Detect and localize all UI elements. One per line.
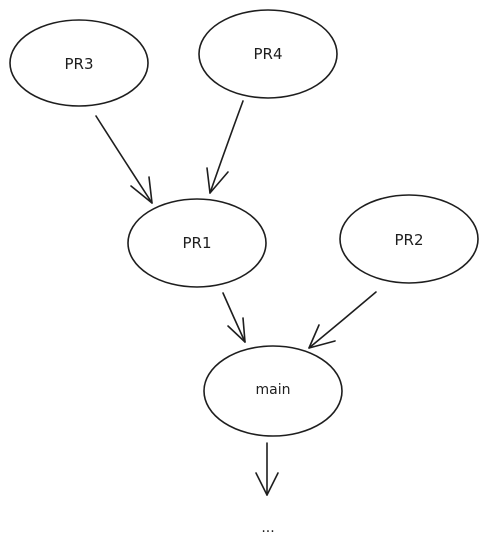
edge-pr2-to-main — [308, 291, 377, 349]
node-pr2-label: PR2 — [394, 231, 423, 249]
edge-pr3-to-pr1 — [95, 115, 153, 204]
node-pr4-label: PR4 — [253, 45, 282, 63]
continuation-label: ... — [261, 520, 274, 536]
node-main-label: main — [256, 382, 291, 398]
node-pr4: PR4 — [198, 9, 338, 99]
node-pr3: PR3 — [9, 19, 149, 107]
node-pr1: PR1 — [127, 198, 267, 288]
node-continuation: ... — [261, 520, 274, 536]
node-pr1-label: PR1 — [182, 234, 211, 252]
edge-main-to-continuation — [255, 442, 279, 496]
edge-pr4-to-pr1 — [206, 100, 244, 194]
node-pr2: PR2 — [339, 194, 479, 284]
node-pr3-label: PR3 — [64, 55, 93, 73]
edge-pr1-to-main — [222, 292, 246, 343]
node-main: main — [203, 345, 343, 437]
